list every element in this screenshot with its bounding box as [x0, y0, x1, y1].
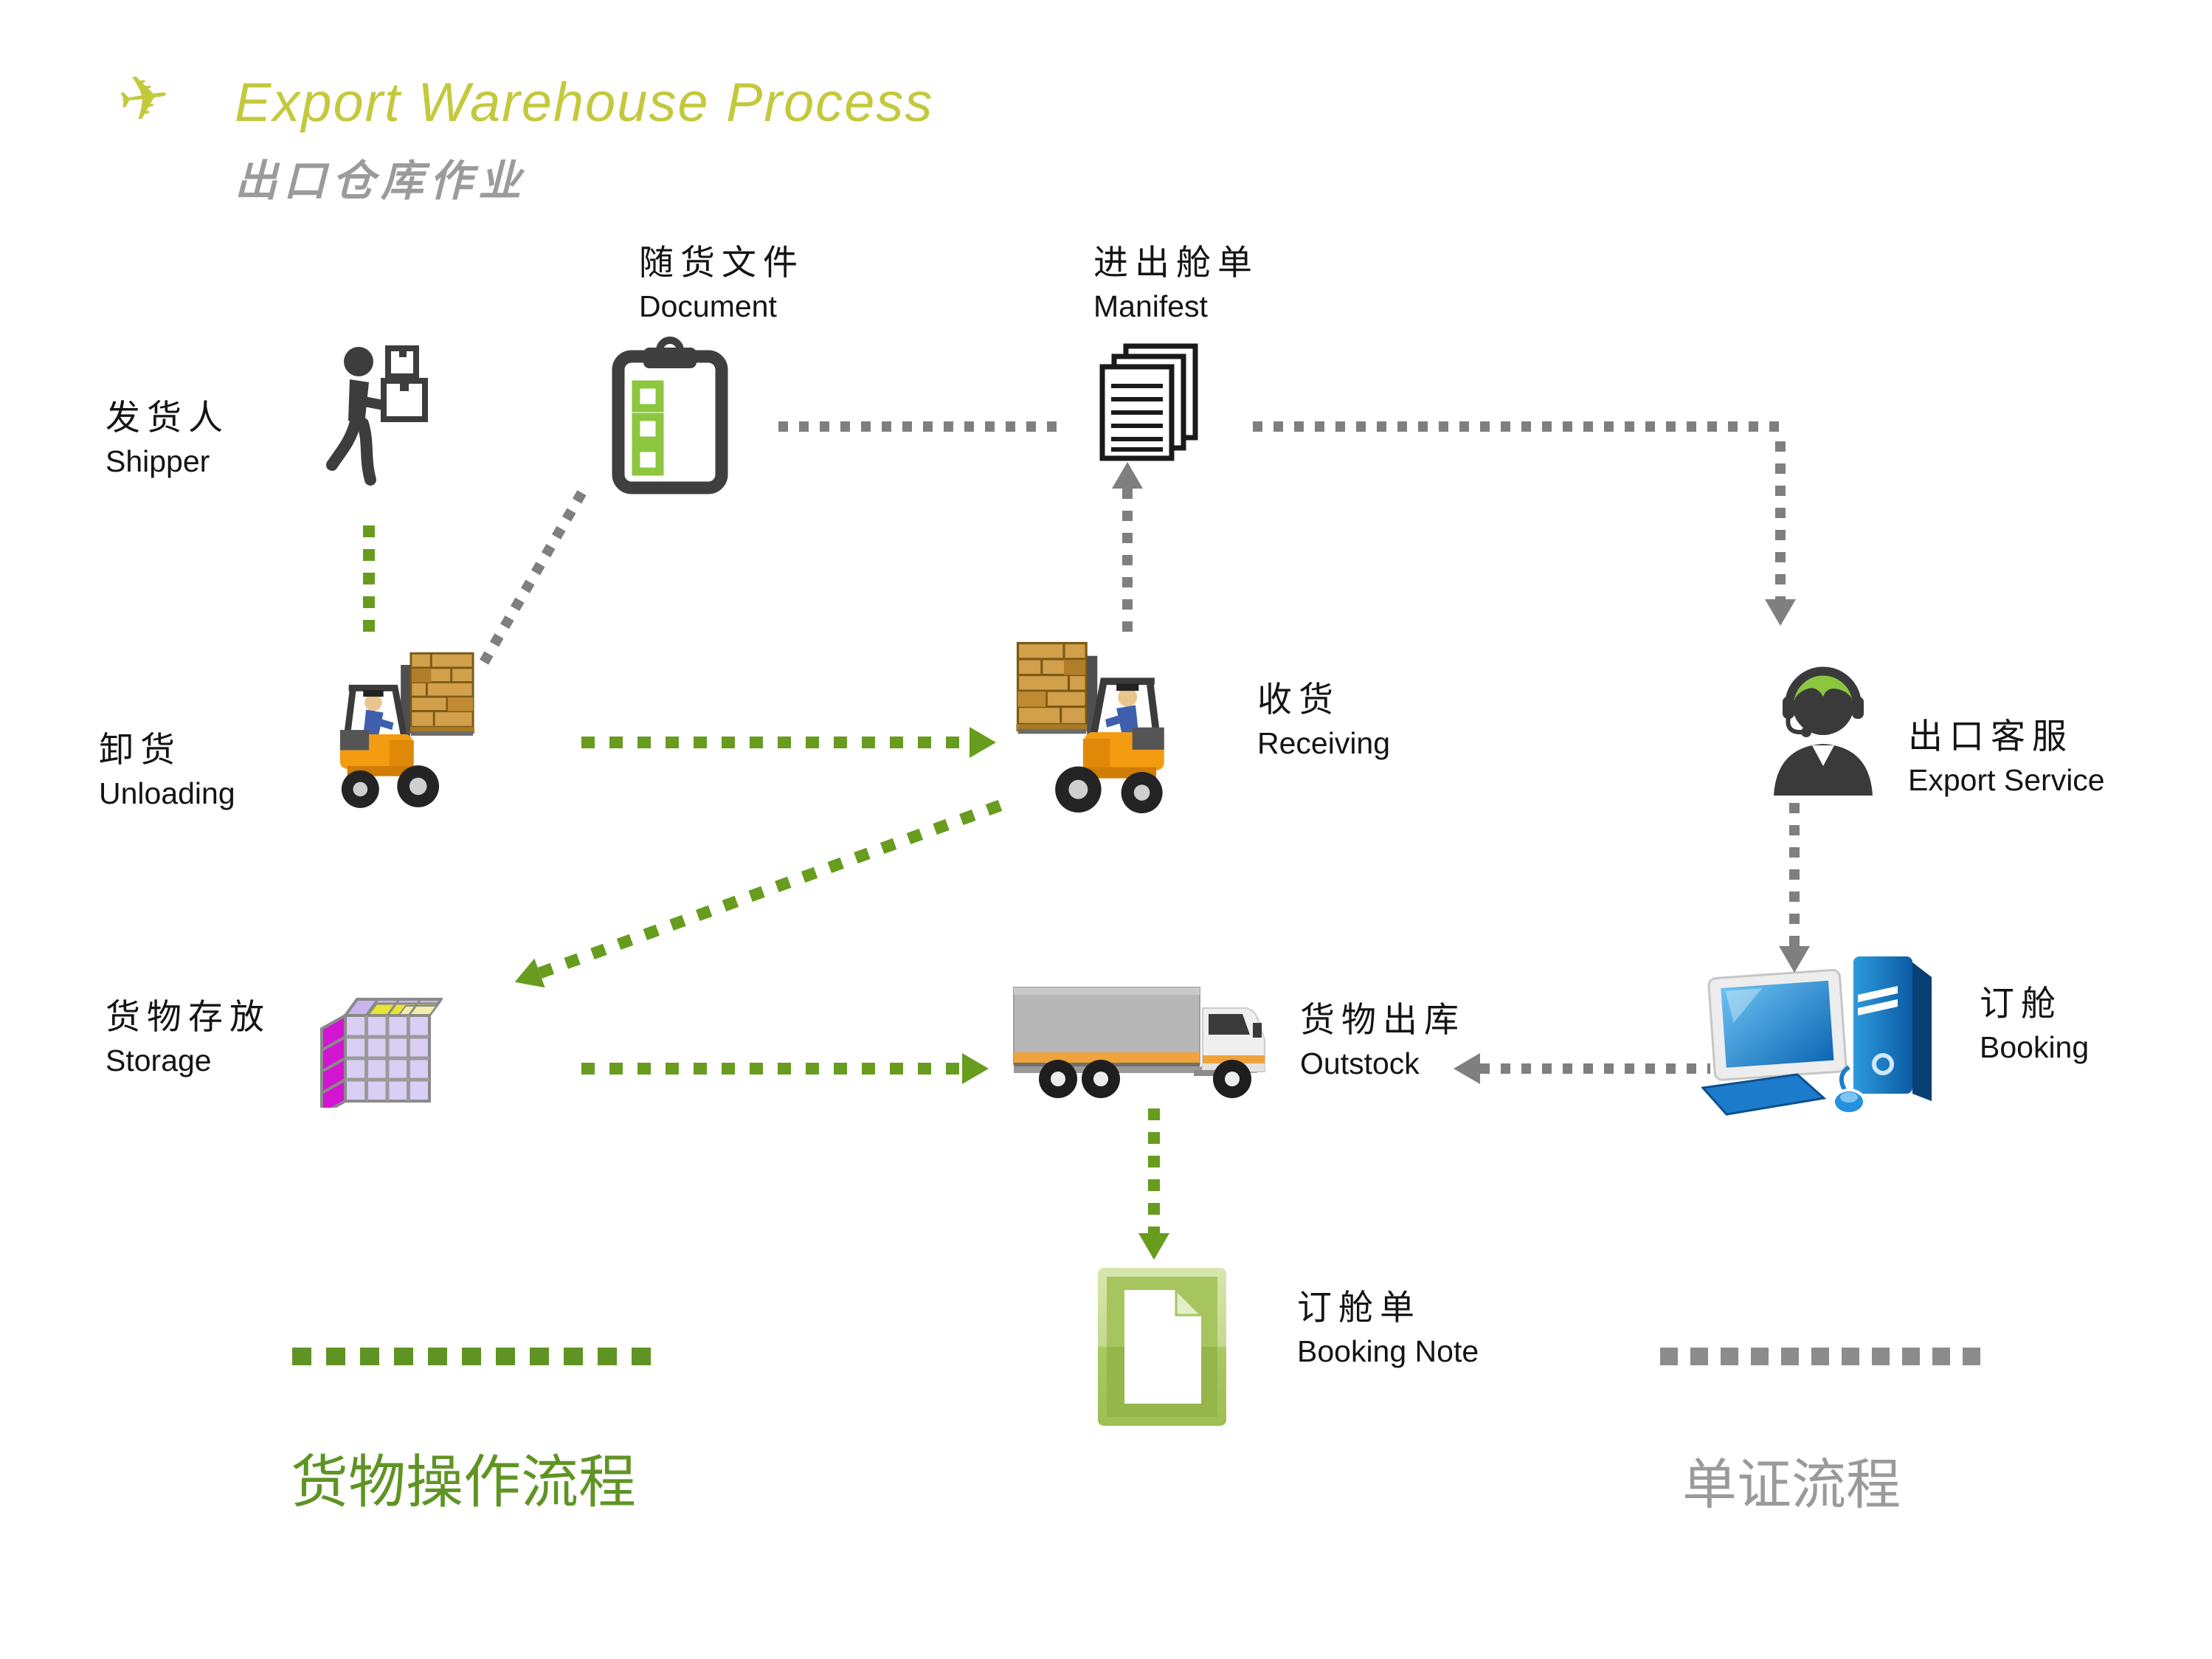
arrowhead-left: [1454, 1053, 1480, 1084]
arrow-shipper-to-unloading: [353, 525, 385, 638]
arrow-receiving-to-manifest: [1111, 462, 1144, 643]
label-manifest: 进出舱单 Manifest: [1093, 244, 1259, 324]
arrowhead-down: [1765, 599, 1796, 626]
label-outstock: 货物出库 Outstock: [1300, 1001, 1465, 1081]
arrowhead-down: [1779, 946, 1810, 973]
legend-document-flow-line: [1660, 1348, 1991, 1365]
green-document-icon: [1096, 1266, 1228, 1427]
arrow-outstock-to-booking-note: [1138, 1108, 1170, 1260]
plane-icon: ✈: [113, 60, 175, 137]
label-booking-note: 订舱单 Booking Note: [1297, 1289, 1479, 1369]
arrow-storage-to-outstock: [581, 1052, 989, 1085]
paper-stack-icon: [1098, 343, 1201, 480]
page-subtitle: 出口仓库作业: [235, 157, 528, 205]
headset-agent-icon: [1768, 651, 1879, 799]
forklift-icon: [1005, 638, 1215, 823]
arrow-down-to-export-service: [1764, 441, 1797, 626]
cargo-cube-icon: [313, 971, 443, 1108]
line-document-to-unloading: [470, 475, 601, 670]
arrow-unloading-to-receiving: [581, 726, 996, 759]
truck-icon: [1012, 982, 1279, 1101]
person-carrying-boxes-icon: [325, 345, 435, 490]
clipboard-checklist-icon: [611, 336, 729, 494]
label-shipper: 发货人 Shipper: [106, 399, 229, 479]
legend-cargo-flow-line: [292, 1348, 660, 1365]
legend-cargo-flow-label: 货物操作流程: [291, 1449, 637, 1514]
label-unloading: 卸货 Unloading: [99, 731, 235, 811]
arrowhead-up: [1112, 462, 1143, 489]
label-storage: 货物存放 Storage: [106, 998, 271, 1078]
arrowhead-right: [962, 1053, 989, 1084]
label-booking: 订舱 Booking: [1980, 985, 2090, 1065]
forklift-icon: [303, 648, 476, 818]
label-export-service: 出口客服 Export Service: [1908, 718, 2105, 798]
arrowhead-down: [1138, 1233, 1169, 1260]
page-title: Export Warehouse Process: [235, 72, 934, 133]
line-document-to-manifest: [778, 410, 1066, 443]
label-receiving: 收货 Receiving: [1257, 681, 1391, 761]
arrowhead-left: [509, 958, 545, 997]
arrow-booking-to-outstock: [1454, 1052, 1710, 1085]
arrowhead-right: [970, 727, 996, 758]
legend-document-flow-label: 单证流程: [1682, 1454, 1901, 1515]
arrow-receiving-to-storage: [509, 786, 1018, 998]
label-document: 随货文件 Document: [639, 244, 804, 324]
line-manifest-to-export-service: [1253, 410, 1786, 443]
arrow-export-service-to-booking: [1778, 803, 1811, 973]
desktop-computer-icon: [1701, 952, 1946, 1119]
